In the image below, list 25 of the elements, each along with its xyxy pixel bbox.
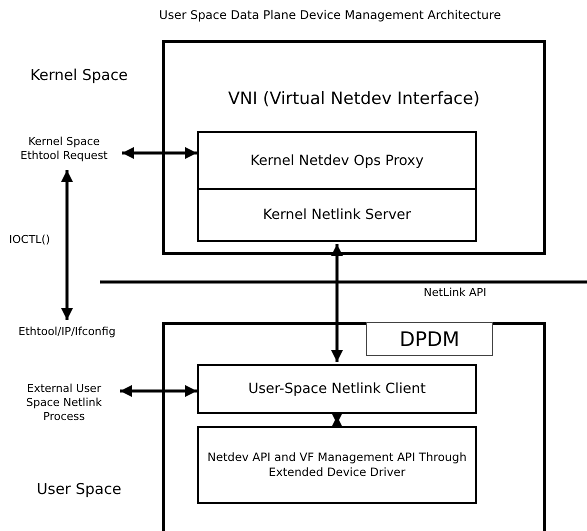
double-arrow xyxy=(61,170,73,320)
box-text: Kernel Netdev Ops Proxy xyxy=(249,152,425,170)
divider-label: NetLink API xyxy=(422,286,488,300)
double-arrow xyxy=(331,244,343,362)
box-text: Kernel Netlink Server xyxy=(262,206,412,224)
server-box xyxy=(197,188,477,242)
diagram-title: User Space Data Plane Device Management Architecture xyxy=(158,8,502,23)
ethtool-request-text: Kernel Space Ethtool Request xyxy=(19,134,109,164)
proxy-box xyxy=(197,131,477,191)
netdev-api-box xyxy=(197,426,477,504)
box-text: User-Space Netlink Client xyxy=(247,380,427,398)
region-label: User Space xyxy=(36,480,122,499)
box-text: Netdev API and VF Management API Through Extended Device Driver xyxy=(206,450,468,480)
netlink-client-box xyxy=(197,364,477,414)
external-process-text: External User Space Netlink Process xyxy=(25,382,103,424)
box-title: VNI (Virtual Netdev Interface) xyxy=(227,89,481,109)
double-arrow xyxy=(122,147,197,159)
dpdm-box xyxy=(162,322,546,531)
ethtool-tools-text: Ethtool/IP/Ifconfig xyxy=(17,324,117,340)
double-arrow xyxy=(331,412,343,428)
dpdm-label: DPDM xyxy=(366,322,493,356)
vni-box xyxy=(162,40,546,255)
edge-label: IOCTL() xyxy=(9,233,50,247)
region-label: Kernel Space xyxy=(29,66,129,85)
double-arrow xyxy=(120,385,197,397)
